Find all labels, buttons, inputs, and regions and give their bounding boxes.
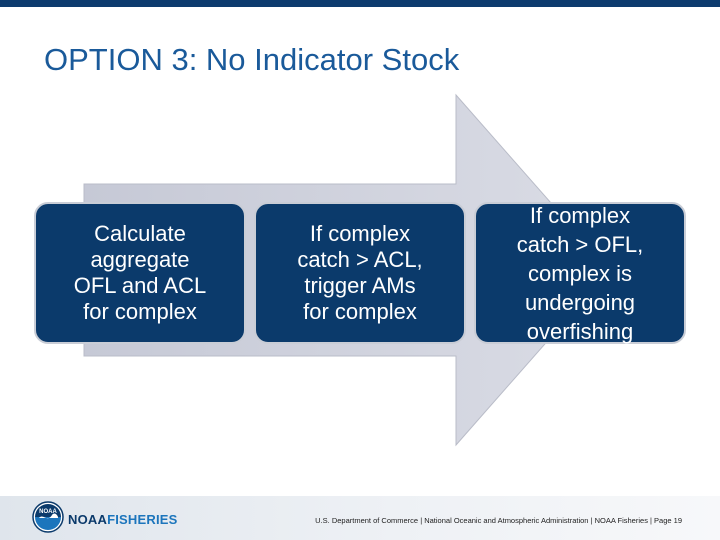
step-text-line: for complex xyxy=(83,299,197,324)
footer-text: U.S. Department of Commerce | National O… xyxy=(315,516,682,525)
step-text-line: OFL and ACL xyxy=(73,273,207,298)
step-text-line: complex is xyxy=(528,260,632,286)
logo-noaa-text: NOAA xyxy=(68,512,108,527)
step-box-trigger-ams: If complex catch > ACL, trigger AMs for … xyxy=(254,202,466,344)
step-text-line: overfishing xyxy=(526,318,634,344)
step-text-line: If complex xyxy=(309,221,411,246)
slide-title: OPTION 3: No Indicator Stock xyxy=(44,42,460,77)
step-text-line: trigger AMs xyxy=(304,273,416,298)
step-text-line: undergoing xyxy=(524,289,636,315)
noaa-emblem-icon: NOAA xyxy=(32,501,64,533)
logo-fisheries-text: FISHERIES xyxy=(107,512,178,527)
emblem-label: NOAA xyxy=(39,509,57,515)
step-text-line: aggregate xyxy=(90,247,190,272)
step-text-line: If complex xyxy=(529,202,631,228)
step-box-overfishing: If complex catch > OFL, complex is under… xyxy=(474,202,686,344)
step-text-line: catch > OFL, xyxy=(516,231,644,257)
noaa-fisheries-logo: NOAAFISHERIES xyxy=(68,512,178,527)
header-bar xyxy=(0,0,720,7)
step-text-line: for complex xyxy=(303,299,417,324)
footer-bar xyxy=(0,496,720,540)
step-box-calculate: Calculate aggregate OFL and ACL for comp… xyxy=(34,202,246,344)
step-text-line: catch > ACL, xyxy=(297,247,423,272)
step-text-line: Calculate xyxy=(94,221,186,246)
